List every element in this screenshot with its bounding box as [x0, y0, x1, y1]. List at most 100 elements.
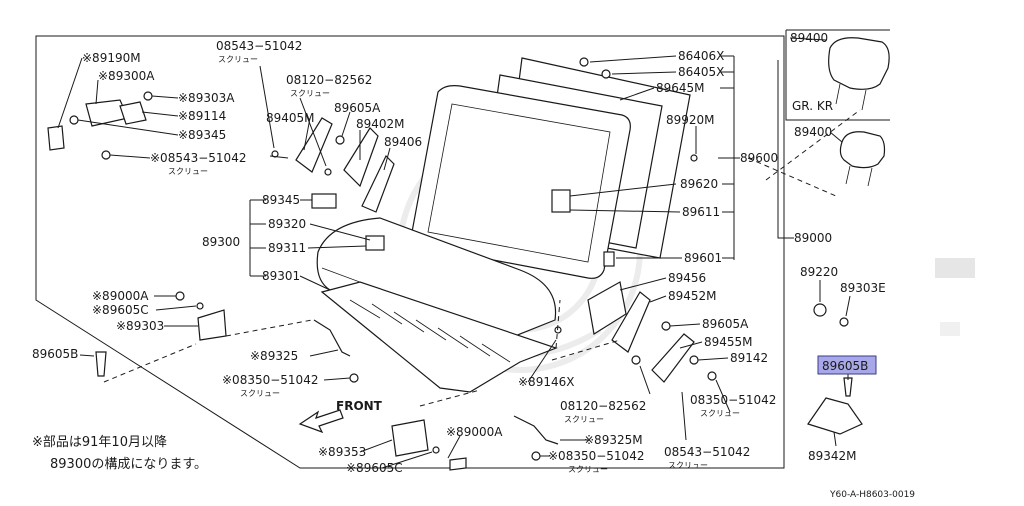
- scan-noise: [935, 258, 975, 336]
- bracket-89353: [391, 419, 429, 457]
- label-89920M: 89920M: [666, 113, 715, 127]
- label-08350-r-sub: スクリュー: [700, 409, 740, 418]
- footnote: ※部品は91年10月以降 89300の構成になります。: [32, 435, 207, 472]
- dashed-leader: [747, 157, 837, 197]
- leader: [639, 365, 651, 395]
- label-89620: 89620: [680, 177, 718, 191]
- bracket-89452M: [611, 291, 651, 353]
- label-08120-b-sub: スクリュー: [564, 415, 604, 424]
- leader: [303, 117, 311, 151]
- leader-lines: [57, 37, 861, 469]
- leader: [697, 357, 729, 361]
- label-08543-top: 08543−51042: [216, 39, 302, 53]
- label-08350-b: ※08350−51042: [548, 449, 644, 463]
- reference-code: Y60-A-H8603-0019: [829, 490, 915, 500]
- leader: [589, 55, 677, 63]
- label-89303: ※89303: [116, 319, 164, 333]
- label-08350-l-sub: スクリュー: [240, 389, 280, 398]
- label-89601: 89601: [684, 251, 722, 265]
- cap-89220: [813, 303, 827, 317]
- strap-89325: [313, 319, 351, 357]
- label-89301: 89301: [262, 269, 300, 283]
- label-89400-top: 89400: [790, 31, 828, 45]
- seatback-assembly: [411, 57, 691, 279]
- label-89605C-l: ※89605C: [92, 303, 149, 317]
- label-89406: 89406: [384, 135, 422, 149]
- label-89325: ※89325: [250, 349, 298, 363]
- bracket-89303: [197, 309, 227, 341]
- clip-89920M: [690, 154, 698, 162]
- leader: [669, 323, 701, 327]
- screw-08120-top: [324, 168, 332, 176]
- leader: [833, 431, 837, 447]
- leader: [77, 119, 179, 136]
- label-89311: 89311: [268, 241, 306, 255]
- screw-08350-left: [349, 373, 359, 383]
- leader: [789, 37, 827, 41]
- washer-89142: [689, 355, 699, 365]
- label-89000: 89000: [794, 231, 832, 245]
- leader: [259, 65, 275, 149]
- seat-frame-springs: [349, 299, 511, 363]
- headrest-mid-posts: [845, 165, 873, 187]
- washer-89605C-b: [432, 446, 440, 454]
- label-86405X: 86405X: [678, 65, 724, 79]
- bolt-89605A-r: [661, 321, 671, 331]
- screw-08543-left: [101, 150, 111, 160]
- leader: [359, 439, 393, 453]
- label-89320: 89320: [268, 217, 306, 231]
- seat-bracket: [365, 235, 385, 251]
- washer-89605C-left: [196, 302, 204, 310]
- leader: [527, 339, 557, 383]
- label-89114: ※89114: [178, 109, 226, 123]
- label-89402M: 89402M: [356, 117, 405, 131]
- highlight-89605B: [817, 355, 877, 375]
- dashed-leader: [419, 389, 481, 407]
- label-89300: 89300: [202, 235, 240, 249]
- dashed-leader: [225, 319, 313, 337]
- bolt-89605B-r: [843, 377, 853, 397]
- seatback-latch: [551, 189, 571, 213]
- label-08543-left-sub: スクリュー: [168, 167, 208, 176]
- leader: [679, 341, 703, 349]
- label-08543-b: 08543−51042: [664, 445, 750, 459]
- leader: [829, 131, 843, 143]
- strap-89325M: [513, 415, 559, 445]
- hinge-89406: [361, 154, 395, 213]
- label-08120-top: 08120−82562: [286, 73, 372, 87]
- label-89405M: 89405M: [266, 111, 315, 125]
- leader: [141, 111, 179, 117]
- label-08120-b: 08120−82562: [560, 399, 646, 413]
- label-89353: ※89353: [318, 445, 366, 459]
- latch-89601: [603, 251, 615, 267]
- leader: [569, 209, 681, 213]
- headrest-box: [785, 29, 890, 121]
- headrest-89400-mid: [839, 131, 886, 169]
- leader: [57, 57, 83, 129]
- label-89611: 89611: [682, 205, 720, 219]
- leader: [341, 111, 351, 137]
- leader: [619, 277, 667, 291]
- screw-08350-b: [531, 451, 541, 461]
- leader: [681, 391, 687, 441]
- dashed-leader: [103, 343, 197, 383]
- leader: [307, 245, 367, 249]
- label-86406X: 86406X: [678, 49, 724, 63]
- leader: [155, 305, 197, 311]
- label-89325M: ※89325M: [584, 433, 643, 447]
- label-08120-top-sub: スクリュー: [290, 89, 330, 98]
- leader: [715, 379, 731, 413]
- leader: [249, 199, 266, 277]
- leader: [619, 87, 655, 101]
- front-label: FRONT: [336, 399, 383, 413]
- leader: [569, 183, 677, 197]
- leader: [309, 223, 371, 241]
- label-89146X: ※89146X: [518, 375, 574, 389]
- label-89342M: 89342M: [808, 449, 857, 463]
- bracket-89190M: [47, 125, 65, 151]
- block-89345: [311, 193, 337, 209]
- bolt-89605A-top: [335, 135, 345, 145]
- leader: [109, 154, 151, 159]
